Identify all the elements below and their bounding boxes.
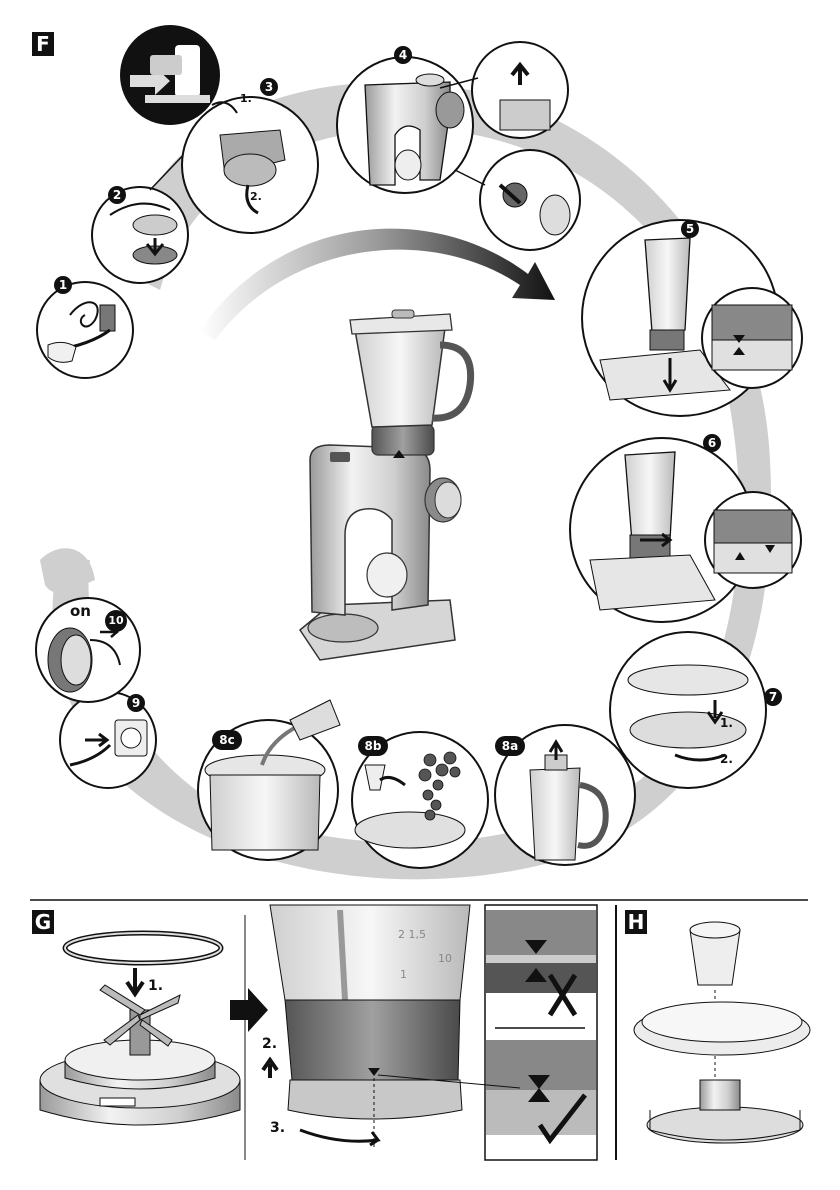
h-lid-assembly	[633, 921, 811, 1144]
g-alignment-inset	[377, 904, 598, 1161]
step-5-panel	[581, 219, 803, 417]
step-6-panel	[569, 437, 802, 623]
step-8a-panel	[494, 724, 636, 866]
g-blade-assembly	[39, 930, 241, 1126]
step-3-number: 3	[260, 78, 278, 96]
step-10-number: 10	[105, 610, 127, 632]
step-1-panel	[36, 281, 134, 379]
g-arrow	[230, 988, 268, 1032]
g-sub-2: 2.	[262, 1036, 278, 1052]
step-8c-number: 8c	[212, 730, 242, 750]
g-jug-mounted	[261, 904, 471, 1150]
step-7-panel	[609, 631, 767, 789]
step-7-sub-1: 1.	[720, 716, 733, 730]
step-4-number: 4	[394, 46, 412, 64]
background-shadow-ring	[40, 82, 772, 880]
section-g-badge: G	[32, 910, 54, 934]
processor-thumbnail-icon	[120, 25, 220, 125]
step-8c-panel	[197, 699, 341, 861]
step-6-number: 6	[703, 434, 721, 452]
step-2-panel	[91, 186, 189, 284]
step-9-panel	[59, 691, 157, 789]
step-5-number: 5	[681, 220, 699, 238]
step-8b-number: 8b	[358, 736, 388, 756]
jug-scale-low: 1	[400, 968, 407, 981]
jug-scale-mid: 10	[438, 952, 452, 965]
step-8a-number: 8a	[495, 736, 525, 756]
step-4-panel	[336, 41, 581, 251]
g-sub-1: 1.	[148, 978, 164, 994]
step-7-sub-2: 2.	[720, 752, 733, 766]
food-processor-main	[299, 309, 475, 661]
step-3-sub-1: 1.	[240, 92, 252, 105]
g-sub-3: 3.	[270, 1120, 286, 1136]
step-2-number: 2	[108, 186, 126, 204]
sequence-arrow	[200, 228, 555, 340]
step-3-sub-2: 2.	[250, 190, 262, 203]
step-1-number: 1	[54, 276, 72, 294]
jug-scale-top: 2 1,5	[398, 928, 426, 941]
step-3-panel	[181, 96, 319, 234]
on-label: on	[70, 602, 91, 620]
step-8b-panel	[351, 731, 489, 869]
section-h-badge: H	[625, 910, 647, 934]
step-9-number: 9	[127, 694, 145, 712]
step-7-number: 7	[764, 688, 782, 706]
section-f-badge: F	[32, 32, 54, 56]
